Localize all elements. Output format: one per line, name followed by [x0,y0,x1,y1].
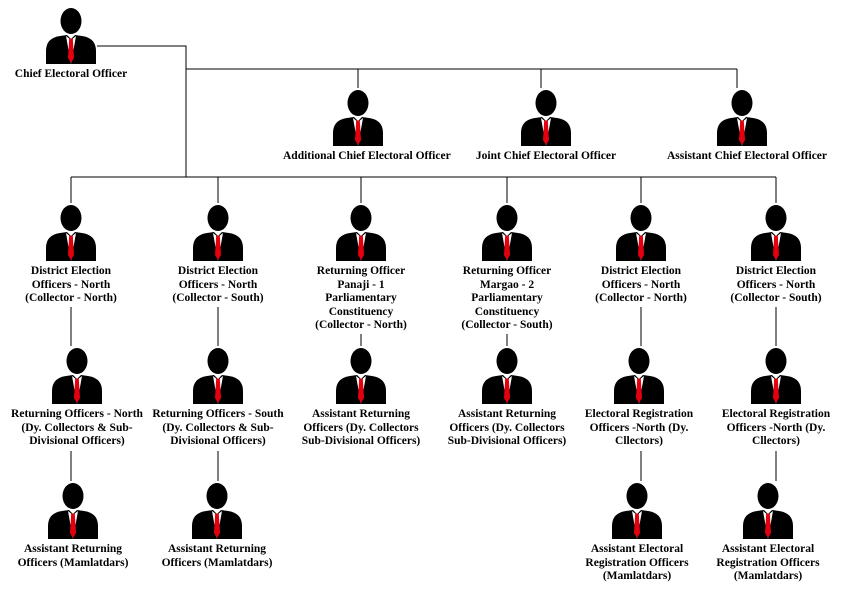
node-label: Assistant Returning Officers (Mamlatdars… [17,543,129,569]
node-label: District Election Officers - North (Coll… [25,265,117,304]
businessman-icon [612,483,662,539]
node-assistant-returning-officers-mamlatdars-2: Assistant Returning Officers (Mamlatdars… [142,481,292,570]
node-assistant-returning-officers-margao: Assistant Returning Officers (Dy. Collec… [432,346,582,449]
node-returning-officers-south: Returning Officers - South (Dy. Collecto… [143,346,293,449]
businessman-icon [333,90,383,146]
node-label: Returning Officer Margao - 2 Parliamenta… [461,265,553,331]
businessman-icon [48,483,98,539]
businessman-icon [46,8,96,64]
node-electoral-registration-officers-2: Electoral Registration Officers -North (… [701,346,842,449]
node-label: District Election Officers - North (Coll… [730,265,822,304]
node-district-election-officers-north-collector-north-2: District Election Officers - North (Coll… [566,203,716,306]
node-returning-officer-panaji: Returning Officer Panaji - 1 Parliamenta… [286,203,436,333]
node-assistant-returning-officers-mamlatdars-1: Assistant Returning Officers (Mamlatdars… [0,481,148,570]
businessman-icon [52,348,102,404]
businessman-icon [482,348,532,404]
node-label: Returning Officers - North (Dy. Collecto… [11,408,143,447]
node-label: Electoral Registration Officers -North (… [584,408,694,447]
node-chief-electoral-officer: Chief Electoral Officer [0,6,146,82]
businessman-icon [751,205,801,261]
node-assistant-chief-electoral-officer: Assistant Chief Electoral Officer [667,88,828,164]
businessman-icon [751,348,801,404]
node-label: Joint Chief Electoral Officer [475,150,617,162]
businessman-icon [614,348,664,404]
businessman-icon [193,348,243,404]
node-assistant-returning-officers-panaji: Assistant Returning Officers (Dy. Collec… [286,346,436,449]
node-district-election-officers-north-collector-south: District Election Officers - North (Coll… [143,203,293,306]
node-joint-chief-electoral-officer: Joint Chief Electoral Officer [471,88,621,164]
businessman-icon [192,483,242,539]
node-label: Assistant Returning Officers (Dy. Collec… [301,408,421,447]
node-label: District Election Officers - North (Coll… [595,265,687,304]
node-label: Electoral Registration Officers -North (… [721,408,831,447]
businessman-icon [336,205,386,261]
node-electoral-registration-officers-1: Electoral Registration Officers -North (… [564,346,714,449]
node-label: District Election Officers - North (Coll… [172,265,264,304]
businessman-icon [743,483,793,539]
businessman-icon [521,90,571,146]
businessman-icon [336,348,386,404]
node-label: Assistant Returning Officers (Dy. Collec… [447,408,567,447]
node-district-election-officers-north-collector-north: District Election Officers - North (Coll… [0,203,146,306]
node-district-election-officers-north-collector-south-2: District Election Officers - North (Coll… [701,203,842,306]
node-returning-officer-margao: Returning Officer Margao - 2 Parliamenta… [432,203,582,333]
node-additional-chief-electoral-officer: Additional Chief Electoral Officer [283,88,451,164]
node-label: Assistant Electoral Registration Officer… [585,543,689,582]
node-label: Returning Officer Panaji - 1 Parliamenta… [315,265,407,331]
node-label: Additional Chief Electoral Officer [283,150,451,162]
node-assistant-electoral-registration-officers-2: Assistant Electoral Registration Officer… [693,481,842,584]
node-label: Chief Electoral Officer [14,68,128,80]
node-label: Assistant Chief Electoral Officer [667,150,828,162]
businessman-icon [616,205,666,261]
node-label: Assistant Returning Officers (Mamlatdars… [161,543,273,569]
node-returning-officers-north: Returning Officers - North (Dy. Collecto… [2,346,152,449]
node-label: Returning Officers - South (Dy. Collecto… [152,408,284,447]
businessman-icon [193,205,243,261]
businessman-icon [46,205,96,261]
node-label: Assistant Electoral Registration Officer… [716,543,820,582]
businessman-icon [717,90,767,146]
node-assistant-electoral-registration-officers-1: Assistant Electoral Registration Officer… [562,481,712,584]
businessman-icon [482,205,532,261]
